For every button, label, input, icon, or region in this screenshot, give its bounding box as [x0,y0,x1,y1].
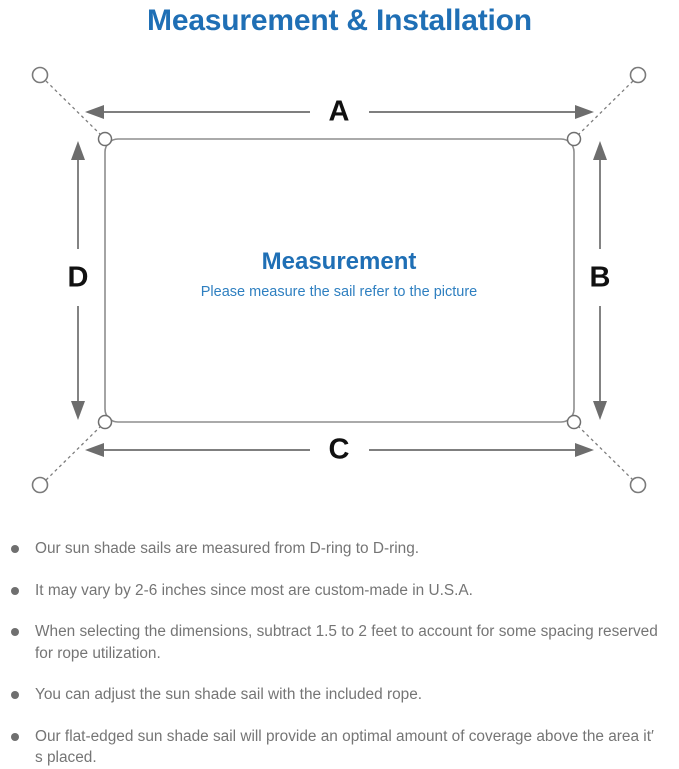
note-item: It may vary by 2-6 inches since most are… [8,580,665,602]
d-rings [97,131,582,430]
dim-label-c: C [329,434,350,466]
note-text: You can adjust the sun shade sail with t… [35,686,423,703]
bullet-icon [11,691,19,699]
rope-bottom-left [45,424,103,481]
dim-a-arrow-right [575,105,594,119]
dimension-b: B [590,141,611,420]
d-ring-top-right [566,131,582,147]
notes-list: Our sun shade sails are measured from D-… [0,524,679,766]
sail-body [104,138,575,423]
dim-label-d: D [68,262,89,294]
bullet-icon [11,628,19,636]
bullet-icon [11,732,19,741]
rope-bottom-right [576,424,634,481]
dim-b-arrow-bottom [593,401,607,420]
dimension-c: C [85,434,594,466]
note-text: When selecting the dimensions, subtract … [35,623,658,662]
dim-label-a: A [329,96,350,128]
rope-top-right [576,80,634,137]
dim-label-b: B [590,262,611,294]
diagram-center-heading: Measurement [262,248,417,275]
dim-a-arrow-left [85,105,104,119]
d-ring-bottom-left [97,414,113,430]
dim-b-arrow-top [593,141,607,160]
bullet-icon [11,545,19,553]
note-item: Our flat-edged sun shade sail will provi… [8,726,665,769]
note-item: Our sun shade sails are measured from D-… [8,538,665,560]
anchor-ring-top-left [31,66,49,84]
page-title: Measurement & Installation [147,4,532,37]
note-text: It may vary by 2-6 inches since most are… [35,581,473,599]
dim-c-arrow-right [575,443,594,457]
note-text: Our flat-edged sun shade sail will provi… [35,727,654,767]
dimension-a: A [85,96,594,128]
dim-c-arrow-left [85,443,104,457]
d-ring-top-left [97,131,113,147]
dimension-d: D [68,141,89,420]
rope-lines [45,80,634,481]
diagram-canvas: A C D B Measurement Please meas [31,66,647,494]
d-ring-bottom-right [566,414,582,430]
note-item: When selecting the dimensions, subtract … [8,621,665,664]
bullet-icon [11,586,19,595]
measurement-diagram: A C D B Measurement Please meas [0,44,679,522]
dim-d-arrow-top [71,141,85,160]
rope-top-left [45,80,103,137]
note-text: Our sun shade sails are measured from D-… [35,540,420,557]
anchor-ring-bottom-left [31,476,49,494]
note-item: You can adjust the sun shade sail with t… [8,684,665,706]
dim-d-arrow-bottom [71,401,85,420]
anchor-ring-bottom-right [629,476,647,494]
anchor-ring-top-right [629,66,647,84]
diagram-center-subheading: Please measure the sail refer to the pic… [201,284,477,300]
anchor-rings [31,66,647,494]
